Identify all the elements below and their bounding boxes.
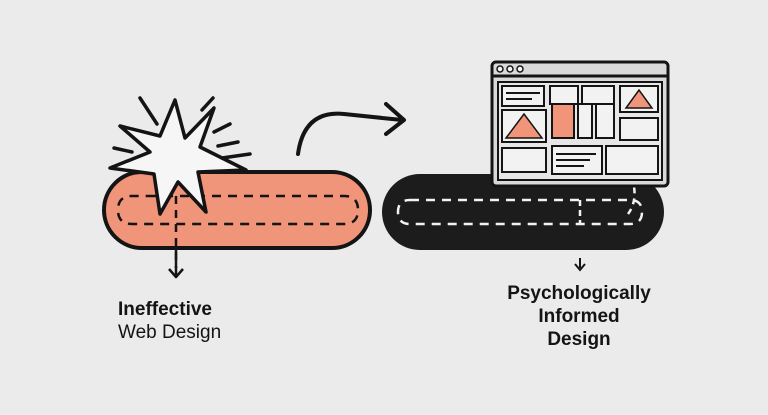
ineffective-track [102,170,372,268]
arrow-curve-icon [296,102,406,156]
ineffective-label: Ineffective Web Design [118,298,221,344]
browser-window-icon [490,60,670,188]
right-label-line-1: Psychologically [507,283,651,304]
right-label-line-2: Informed [538,306,620,328]
down-arrow-icon [168,248,184,279]
left-label-line-2: Web Design [118,322,222,344]
right-label-line-3: Design [547,329,611,351]
informed-label: Psychologically Informed Design [470,282,688,352]
left-label-line-1: Ineffective [118,299,212,320]
burst-icon [108,96,252,216]
small-down-arrow-icon [574,258,586,272]
